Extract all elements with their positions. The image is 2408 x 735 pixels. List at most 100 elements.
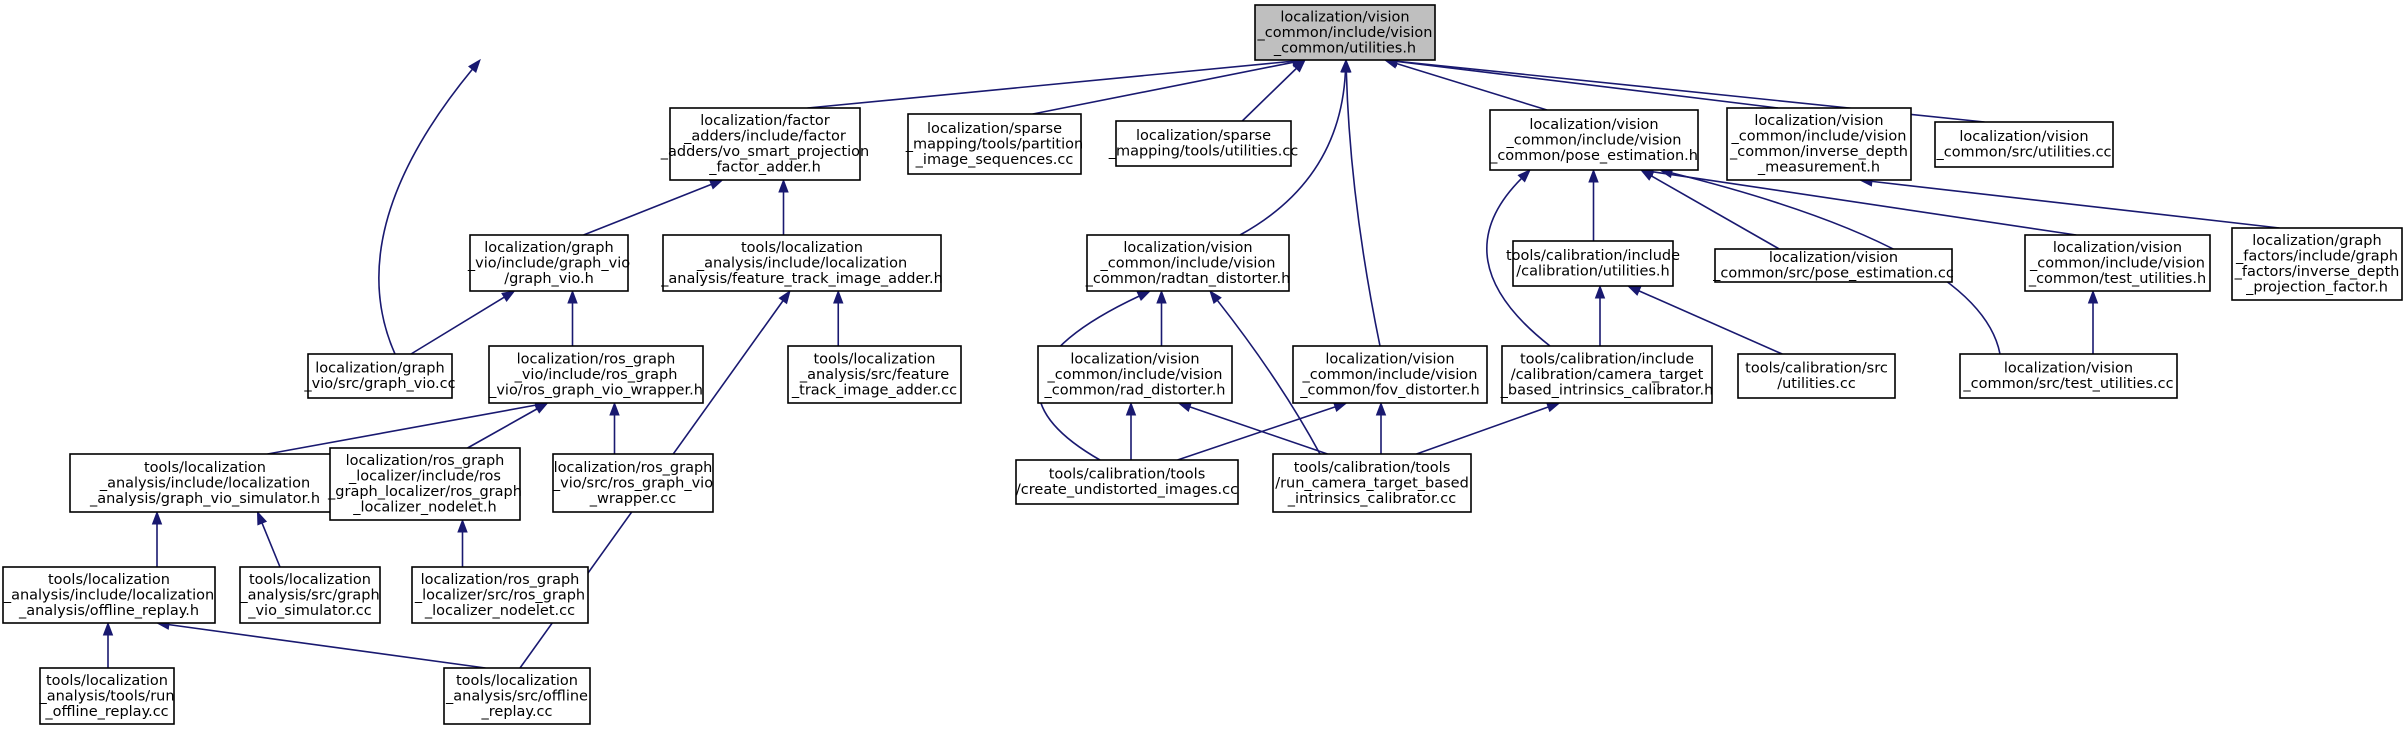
node-label-line: tools/calibration/include [1520, 351, 1694, 367]
node-label-line: _image_sequences.cc [915, 152, 1074, 168]
node-label-line: localization/vision [1325, 351, 1454, 367]
node-label-line: tools/localization [46, 673, 168, 689]
edge-fov-h-to-root [1345, 71, 1381, 347]
node-label-line: _common/include/vision [1506, 132, 1682, 148]
node-label-line: tools/calibration/tools [1294, 460, 1451, 476]
node-label-line: tools/localization [456, 673, 578, 689]
node-replay-cc[interactable]: tools/localization_analysis/src/offline_… [443, 667, 591, 725]
node-box [2, 566, 216, 624]
node-label-line: _localizer/src/ros_graph [414, 587, 585, 603]
node-sim-h[interactable]: tools/localization_analysis/include/loca… [69, 453, 341, 513]
node-pose-est-h[interactable]: localization/vision_common/include/visio… [1489, 109, 1699, 171]
node-vc-util-cc[interactable]: localization/vision_common/src/utilities… [1934, 121, 2114, 168]
node-box [239, 566, 381, 624]
node-box [307, 353, 453, 399]
node-nodelet-cc[interactable]: localization/ros_graph_localizer/src/ros… [411, 566, 589, 624]
node-calib-util-cc[interactable]: tools/calibration/src/utilities.cc [1737, 353, 1896, 399]
node-fov-h[interactable]: localization/vision_common/include/visio… [1292, 345, 1488, 404]
node-label-line: _common/src/test_utilities.cc [1962, 376, 2173, 392]
node-box [1037, 345, 1233, 404]
edge-arrowhead [1341, 58, 1352, 73]
node-label-line: _vio_simulator.cc [247, 603, 372, 619]
node-label-line: tools/localization [48, 572, 170, 588]
edge-arrowhead [501, 290, 516, 302]
edge-arrowhead [567, 289, 578, 304]
node-box [1254, 4, 1436, 61]
node-root[interactable]: localization/vision_common/include/visio… [1254, 4, 1436, 61]
node-rad-h[interactable]: localization/vision_common/include/visio… [1037, 345, 1233, 404]
node-label-line: _localizer_nodelet.cc [424, 603, 575, 619]
node-ros-wrapper-cc[interactable]: localization/ros_graph_vio/src/ros_graph… [552, 453, 714, 513]
edge-arrowhead [534, 402, 549, 414]
edge-arrowhead [457, 518, 468, 533]
node-box [662, 234, 942, 292]
node-label-line: localization/graph [315, 361, 444, 377]
node-test-util-h[interactable]: localization/vision_common/include/visio… [2024, 234, 2211, 292]
node-sim-cc[interactable]: tools/localization_analysis/src/graph_vi… [239, 566, 381, 624]
node-label-line: _graph_localizer/ros_graph [327, 484, 522, 500]
edge-arrowhead [1177, 402, 1193, 412]
edge-arrowhead [102, 621, 114, 636]
node-label-line: _vio/include/graph_vio [467, 255, 630, 271]
node-label-line: /run_camera_target_based [1275, 475, 1469, 491]
node-cam-calib-h[interactable]: tools/calibration/include/calibration/ca… [1500, 345, 1714, 404]
node-replay-h[interactable]: tools/localization_analysis/include/loca… [2, 566, 216, 624]
node-vo-smart[interactable]: localization/factor_adders/include/facto… [660, 107, 869, 181]
node-label-line: _localizer/include/ros [348, 469, 501, 485]
node-label-line: _adders/include/factor [683, 129, 846, 145]
node-box [329, 447, 521, 521]
node-label-line: _replay.cc [481, 704, 553, 720]
edge-sparse-util-to-root [1241, 67, 1297, 122]
node-fta-h[interactable]: tools/localization_analysis/include/loca… [660, 234, 943, 292]
node-pose-est-cc[interactable]: localization/vision_common/src/pose_esti… [1712, 248, 1954, 283]
edge-arrowhead [1594, 284, 1606, 299]
node-box [39, 667, 175, 725]
edge-arrowhead [1125, 401, 1137, 416]
node-label-line: _common/include/vision [1731, 129, 1907, 145]
node-label-line: tools/localization [814, 351, 936, 367]
edge-arrowhead [1292, 59, 1307, 73]
node-inv-depth-h[interactable]: localization/vision_common/include/visio… [1726, 107, 1912, 181]
node-box [1115, 120, 1292, 167]
edge-calib-util-cc-to-calib-util-h [1638, 290, 1783, 355]
node-inv-depth-factor[interactable]: localization/graph_factors/include/graph… [2231, 227, 2403, 301]
node-graph-vio-cc[interactable]: localization/graph_vio/src/graph_vio.cc [303, 353, 456, 399]
node-box [552, 453, 714, 513]
node-ros-wrapper-h[interactable]: localization/ros_graph_vio/include/ros_g… [488, 345, 704, 404]
node-fta-cc[interactable]: tools/localization_analysis/src/feature_… [787, 345, 962, 404]
node-label-line: tools/calibration/src [1745, 361, 1888, 377]
node-box [443, 667, 591, 725]
edge-arrowhead [833, 289, 844, 304]
node-label-line: _wrapper.cc [589, 491, 676, 507]
node-sparse-util[interactable]: localization/sparse_mapping/tools/utilit… [1108, 120, 1299, 167]
node-calib-util-h[interactable]: tools/calibration/include/calibration/ut… [1506, 240, 1680, 287]
node-label-line: /calibration/camera_target [1511, 367, 1704, 383]
node-label-line: /create_undistorted_images.cc [1016, 482, 1238, 498]
node-label-line: _common/fov_distorter.h [1299, 382, 1479, 398]
node-label-line: _common/include/vision [1100, 255, 1276, 271]
node-graph-vio-h[interactable]: localization/graph_vio/include/graph_vio… [467, 234, 630, 292]
node-box [469, 234, 629, 292]
node-box [1726, 107, 1912, 181]
node-test-util-cc[interactable]: localization/vision_common/src/test_util… [1959, 353, 2178, 399]
node-run-replay-cc[interactable]: tools/localization_analysis/tools/run_of… [38, 667, 175, 725]
node-label-line: _analysis/src/graph [239, 587, 379, 603]
node-label-line: localization/ros_graph [421, 572, 580, 588]
node-partition[interactable]: localization/sparse_mapping/tools/partit… [905, 113, 1083, 175]
node-label-line: localization/vision [1959, 129, 2088, 145]
edge-arrowhead [778, 178, 789, 193]
edge-arrowhead [1156, 289, 1167, 304]
edge-arrowhead [468, 58, 481, 73]
node-box [1489, 109, 1699, 171]
node-nodelet-h[interactable]: localization/ros_graph_localizer/include… [327, 447, 522, 521]
node-label-line: _common/rad_distorter.h [1044, 382, 1226, 398]
node-undistort-cc[interactable]: tools/calibration/tools/create_undistort… [1015, 459, 1239, 505]
node-run-calib-cc[interactable]: tools/calibration/tools/run_camera_targe… [1272, 453, 1472, 513]
node-box [1512, 240, 1674, 287]
edge-arrowhead [1332, 402, 1348, 412]
node-label-line: _vio/src/ros_graph_vio [552, 475, 713, 491]
node-box [1015, 459, 1239, 505]
node-radtan-h[interactable]: localization/vision_common/include/visio… [1085, 234, 1291, 292]
node-label-line: localization/ros_graph [517, 351, 676, 367]
